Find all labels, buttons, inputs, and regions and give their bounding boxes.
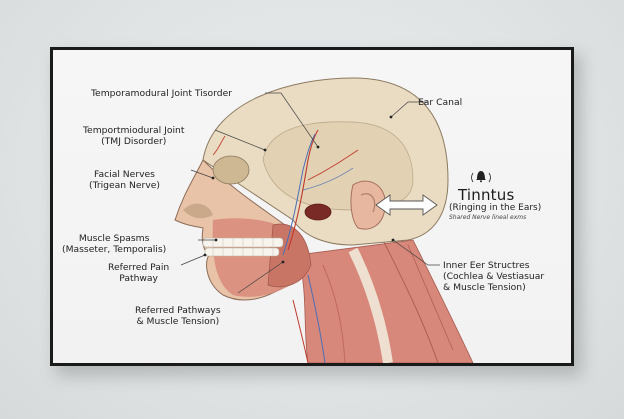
label-referred-pain: Referred Pain Pathway: [108, 262, 170, 284]
label-facial-nerves: Facial Nerves (Trigean Nerve): [89, 169, 161, 191]
tinnitus-note: Shared Nerve lineal exms: [449, 214, 527, 221]
label-muscle-spasms: Muscle Spasms (Masseter, Temporalis): [62, 233, 167, 255]
ringing-bell-icon: [471, 171, 491, 183]
double-arrow-icon: [375, 194, 438, 216]
label-tmj-joint: Temportmiodural Joint (TMJ Disorder): [83, 125, 185, 147]
tinnitus-subtitle: (Ringing in the Ears): [449, 203, 542, 213]
label-referred-pathways: Referred Pathways & Muscle Tension): [135, 305, 221, 327]
poster-frame: Temporamodural Joint Tisorder Temportmio…: [50, 47, 574, 366]
label-ear-canal: Ear Canal: [418, 97, 463, 108]
tinnitus-title: Tinntus: [458, 186, 515, 204]
label-tmj-disorder: Temporamodural Joint Tisorder: [91, 88, 233, 99]
label-inner-ear: Inner Eer Structres (Cochlea & Vestiasua…: [443, 260, 545, 293]
head-illustration: [174, 77, 491, 363]
